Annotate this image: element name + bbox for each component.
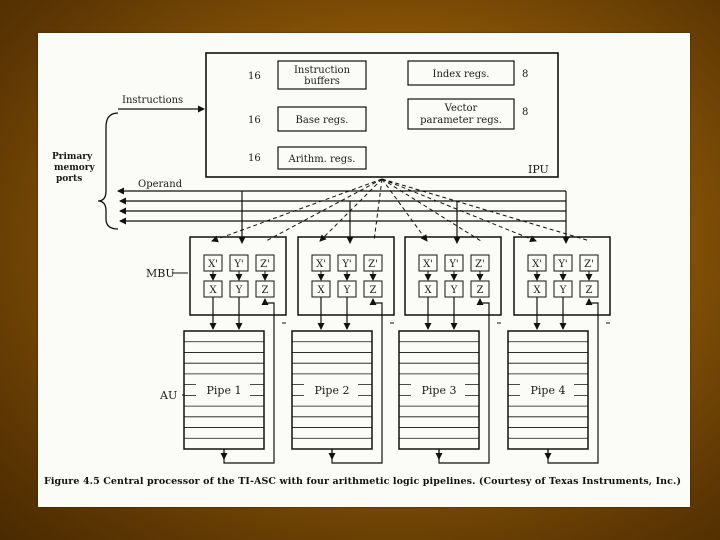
pipe-feedback-line — [547, 298, 599, 464]
register-label: Y' — [557, 259, 567, 270]
ipu-count: 8 — [522, 107, 528, 118]
control-line — [319, 178, 383, 242]
au-label: AU — [159, 389, 177, 402]
control-line — [381, 178, 591, 242]
instruction-buffers-box — [277, 60, 367, 90]
register-label: X' — [316, 259, 326, 270]
ipu-block — [205, 52, 559, 178]
primary-memory-ports-label: ports — [56, 174, 82, 184]
register-box — [470, 280, 490, 298]
pipe-feedback-line — [438, 298, 490, 464]
vector-parameter-regs-box — [407, 98, 515, 130]
register-label: Y' — [341, 259, 351, 270]
control-line — [381, 178, 428, 242]
ipu-count: 16 — [248, 153, 261, 164]
mbu-label: MBU — [146, 267, 175, 280]
register-box — [579, 280, 599, 298]
register-label: Z' — [368, 259, 378, 270]
index-regs-label: Index regs. — [433, 69, 490, 80]
ipu-label: IPU — [528, 163, 549, 176]
register-label: Z' — [584, 259, 594, 270]
ipu-count: 16 — [248, 71, 261, 82]
control-line — [373, 178, 383, 242]
pipe-label-bg — [304, 384, 358, 397]
register-label: Y — [235, 285, 243, 296]
operand-label: Operand — [138, 179, 183, 190]
register-label: Y' — [233, 259, 243, 270]
register-label: Y' — [448, 259, 458, 270]
mbu-box — [513, 236, 611, 316]
caption-text: Central processor of the TI-ASC with fou… — [103, 476, 682, 487]
pipe-label-bg — [411, 384, 465, 397]
instruction-buffers-label-2: buffers — [304, 76, 340, 87]
arithm-regs-label: Arithm. regs. — [288, 154, 356, 165]
control-line — [211, 178, 383, 243]
ipu-count: 8 — [522, 69, 528, 80]
register-label: X — [424, 285, 432, 296]
register-label: X' — [423, 259, 433, 270]
processing-units: X' Y' Z' X Y Z Pipe 1 X' Y' Z' X Y Z Pipe 2 X' Y' Z' X Y Z P… — [172, 236, 611, 464]
figure-scan: IPU 16 Instruction buffers 16 Base regs.… — [38, 33, 690, 507]
register-label: Z — [370, 285, 377, 296]
pipe-label-bg — [520, 384, 574, 397]
arithm-regs-box — [277, 146, 367, 170]
base-regs-box — [277, 106, 367, 132]
instructions-label: Instructions — [122, 95, 183, 106]
register-label: Z — [262, 285, 269, 296]
mbu-box — [404, 236, 502, 316]
register-label: X — [209, 285, 217, 296]
mbu-box — [297, 236, 395, 316]
control-lines — [211, 178, 591, 243]
pipe-label: Pipe 3 — [422, 384, 457, 397]
register-label: X' — [208, 259, 218, 270]
register-box — [255, 280, 275, 298]
register-label: X — [533, 285, 541, 296]
register-label: Y — [450, 285, 458, 296]
control-line — [381, 178, 482, 242]
ipu-count: 16 — [248, 115, 261, 126]
pipe-label: Pipe 1 — [207, 384, 242, 397]
figure-number: Figure 4.5 — [44, 476, 100, 487]
control-line — [265, 178, 383, 242]
ti-asc-diagram: IPU 16 Instruction buffers 16 Base regs.… — [52, 52, 611, 464]
register-label: Y — [559, 285, 567, 296]
register-label: X' — [532, 259, 542, 270]
register-label: Z' — [260, 259, 270, 270]
pipe-label: Pipe 4 — [531, 384, 566, 397]
register-box — [363, 280, 383, 298]
primary-memory-ports-brace — [97, 112, 119, 230]
mbu-box — [189, 236, 287, 316]
register-label: X — [317, 285, 325, 296]
index-regs-box — [407, 60, 515, 86]
vector-parameter-regs-label-1: Vector — [444, 103, 478, 114]
instruction-buffers-label-1: Instruction — [294, 65, 351, 76]
pipe-feedback-line — [331, 298, 383, 464]
register-label: Y — [343, 285, 351, 296]
register-label: Z — [586, 285, 593, 296]
register-label: Z' — [475, 259, 485, 270]
pipe-label: Pipe 2 — [315, 384, 350, 397]
pipe-label-bg — [196, 384, 250, 397]
base-regs-label: Base regs. — [296, 115, 349, 126]
memory-bus-lines — [119, 190, 570, 244]
pipe-feedback-line — [223, 298, 275, 464]
register-label: Z — [477, 285, 484, 296]
vector-parameter-regs-label-2: parameter regs. — [420, 115, 502, 126]
primary-memory-ports-label: Primary — [52, 152, 93, 162]
primary-memory-ports-label: memory — [54, 163, 96, 173]
figure-caption: Figure 4.5 Central processor of the TI-A… — [44, 476, 684, 488]
